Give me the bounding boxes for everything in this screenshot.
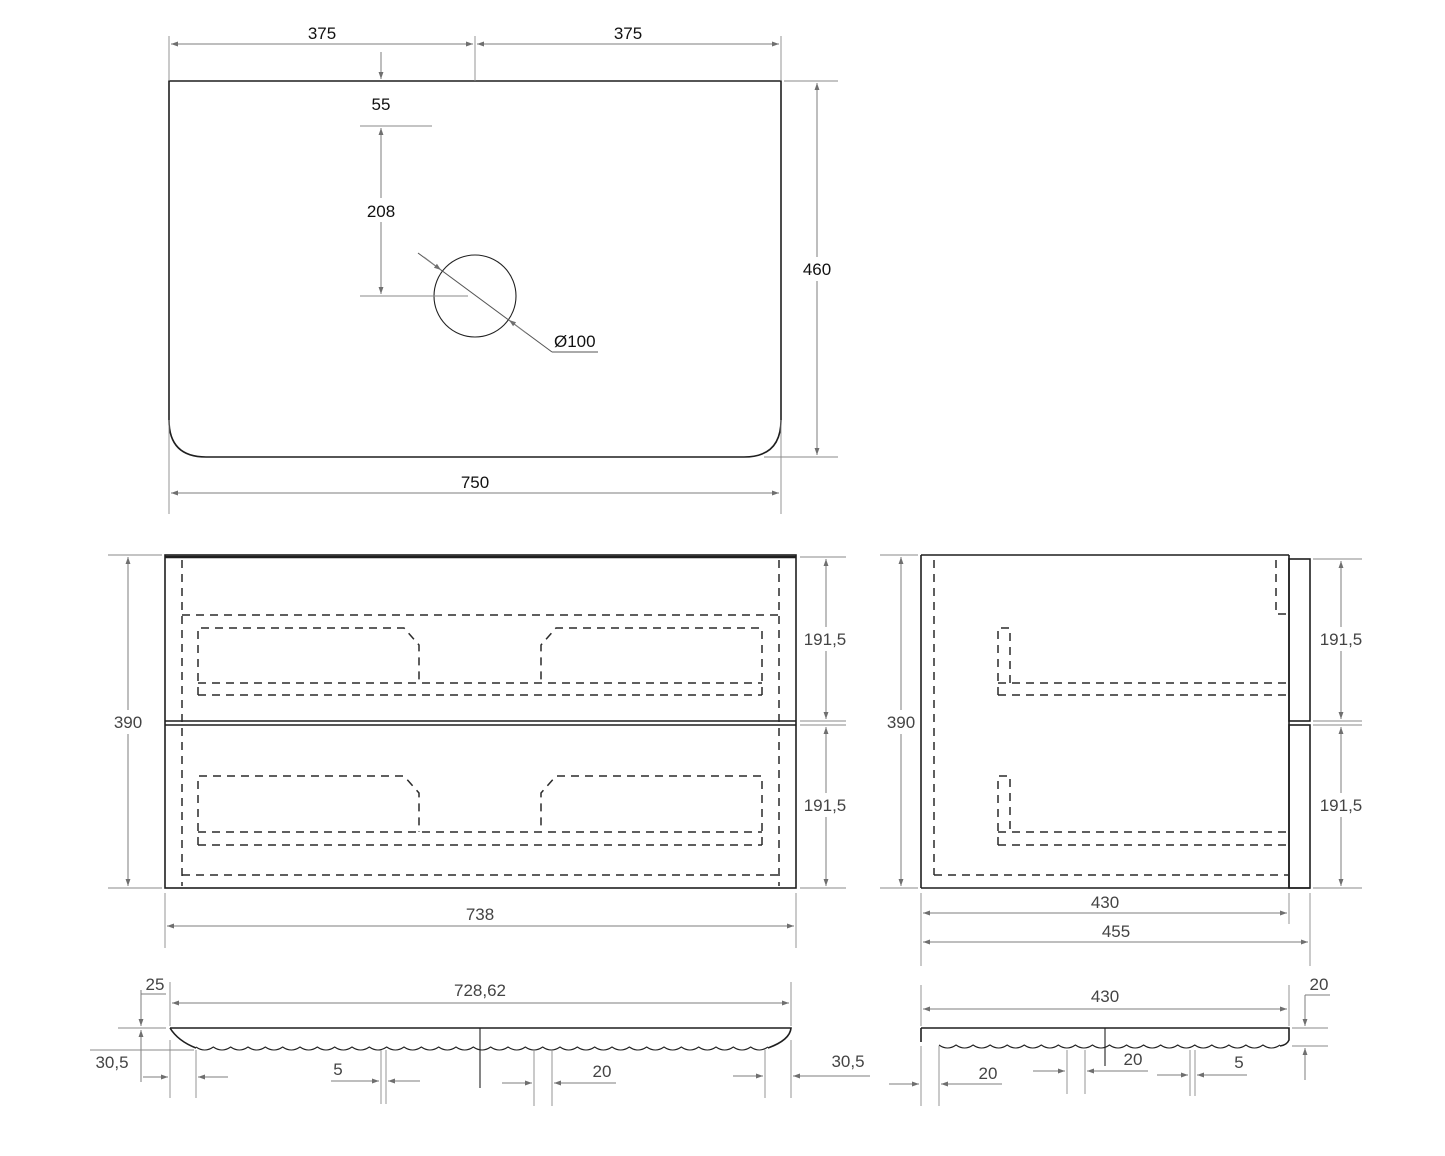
dim-drawer-top: 191,5 (1320, 630, 1363, 649)
dim-length: 430 (1091, 987, 1119, 1006)
side-view: 390 191,5 191,5 430 455 (880, 554, 1367, 966)
dim-depth: 460 (803, 260, 831, 279)
dim-drawer-bottom: 191,5 (1320, 796, 1363, 815)
label-bg (110, 710, 148, 734)
side-profile: 430 20 20 20 5 (889, 975, 1330, 1106)
diameter-arrow (508, 319, 527, 334)
dim-height-total: 390 (887, 713, 915, 732)
dim-offset-top: 55 (372, 95, 391, 114)
drawer-front-upper (1288, 558, 1311, 722)
hidden-line (1275, 560, 1289, 615)
dim-offset-hole: 208 (367, 202, 395, 221)
drawer-front-lower (1288, 724, 1311, 889)
drawer-box-hidden (197, 775, 420, 845)
dim-depth-outer: 455 (1102, 922, 1130, 941)
runner-hidden (997, 627, 1011, 695)
countertop-outline (168, 80, 782, 458)
dim-length: 728,62 (454, 981, 506, 1000)
dim-wave-width: 5 (1234, 1053, 1243, 1072)
label-bg (1315, 793, 1367, 817)
label-bg (882, 710, 920, 734)
dim-edge-right: 30,5 (831, 1052, 864, 1071)
profile-outline (921, 1027, 1290, 1047)
front-view: 390 191,5 191,5 738 (108, 554, 850, 948)
profile-outline (170, 1027, 792, 1049)
dim-wave-pitch: 20 (1124, 1050, 1143, 1069)
dim-edge-left: 30,5 (95, 1053, 128, 1072)
front-profile: 25 728,62 30,5 5 20 30,5 (90, 975, 870, 1106)
label-bg (800, 627, 850, 651)
drawer-box-hidden (197, 627, 420, 695)
dim-width-left: 375 (308, 24, 336, 43)
label-bg (800, 793, 850, 817)
dim-depth-inner: 430 (1091, 893, 1119, 912)
wave-edge (195, 1046, 769, 1051)
dim-lip: 25 (146, 975, 165, 994)
dim-wave-pitch: 20 (593, 1062, 612, 1081)
dim-width: 738 (466, 905, 494, 924)
label-bg (1315, 627, 1367, 651)
diameter-arrow (423, 256, 442, 271)
profile-outline (169, 1027, 197, 1049)
dim-drawer-top: 191,5 (804, 630, 847, 649)
dim-thickness: 20 (1310, 975, 1329, 994)
dim-width-total: 750 (461, 473, 489, 492)
label-bg (798, 257, 836, 281)
dim-wave-width: 5 (333, 1060, 342, 1079)
wave-edge (938, 1044, 1281, 1049)
drawer-box-hidden (540, 627, 763, 695)
dim-width-right: 375 (614, 24, 642, 43)
dim-hole-diameter: Ø100 (554, 332, 596, 351)
top-view: 375 375 55 208 Ø100 460 750 (168, 24, 838, 514)
dim-drawer-bottom: 191,5 (804, 796, 847, 815)
dim-edge-left: 20 (979, 1064, 998, 1083)
runner-hidden (997, 775, 1011, 845)
drawer-box-hidden (540, 775, 763, 845)
dim-height-total: 390 (114, 713, 142, 732)
label-bg (362, 198, 400, 222)
